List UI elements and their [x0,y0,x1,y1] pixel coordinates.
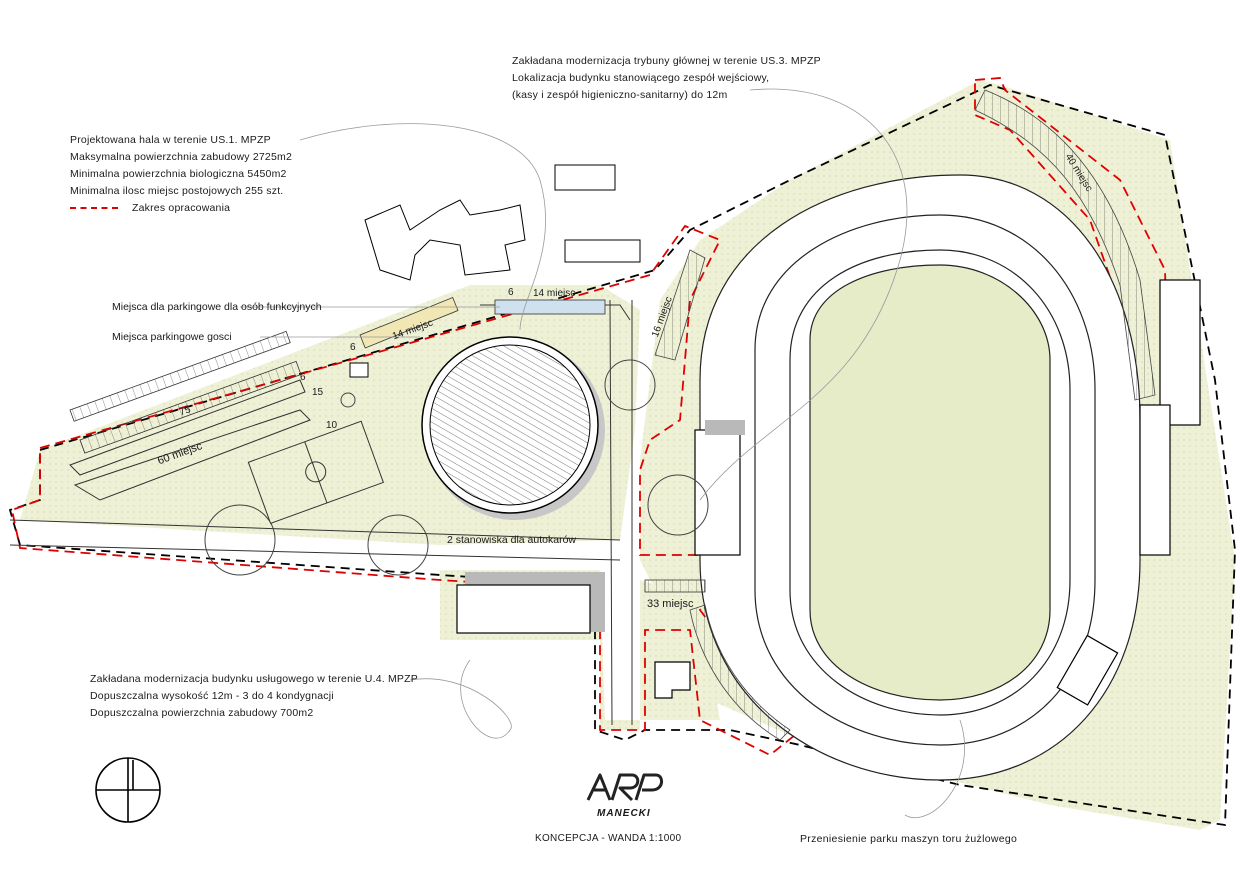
legend-row: Zakres opracowania [70,200,292,217]
existing-buildings [364,164,641,281]
logo-text: MANECKI [597,808,651,819]
label-p14-top: 14 miejsc [533,288,576,299]
seating-east [974,89,1156,401]
east-building-se [1056,634,1119,706]
football-pitch [809,264,1051,701]
roundabouts [204,359,709,576]
seating-north-stand [654,249,706,361]
service-building [456,584,591,634]
parking-row-14-top [494,299,606,315]
note-hall-line4: Minimalna ilosc miejsc postojowych 255 s… [70,185,284,197]
drawing-title: KONCEPCJA - WANDA 1:1000 [535,833,682,844]
note-service: Zakładana modernizacja budynku usługoweg… [90,671,418,722]
note-stand-line2: Lokalizacja budynku stanowiącego zespół … [512,72,770,84]
parking-row-60 [79,360,302,454]
study-boundary [10,224,797,757]
label-p10: 10 [326,420,338,431]
small-sports-field [247,420,384,525]
note-service-line3: Dopuszczalna powierzchnia zabudowy 700m2 [90,707,314,719]
arp-logo-icon [586,773,663,802]
east-stand-1 [1159,279,1201,426]
legend-label: Zakres opracowania [132,202,231,214]
stadium [699,174,1141,781]
parking-row-14-guests [359,297,459,349]
note-hall: Projektowana hala w terenie US.1. MPZP M… [70,132,292,217]
label-bus: 2 stanowiska dla autokarów [447,534,576,546]
hall-roof [429,344,591,506]
note-hall-line1: Projektowana hala w terenie US.1. MPZP [70,134,271,146]
small-building-west [349,362,369,378]
note-stand: Zakładana modernizacja trybuny głównej w… [512,53,821,104]
leader-lines [240,88,966,818]
note-hall-line2: Maksymalna powierzchnia zabudowy 2725m2 [70,151,292,163]
main-stand-shadow [705,420,745,435]
main-stand [694,429,741,556]
roads [9,299,633,726]
note-service-line1: Zakładana modernizacja budynku usługoweg… [90,673,418,685]
label-relocation: Przeniesienie parku maszyn toru żużloweg… [800,833,1018,845]
note-service-line2: Dopuszczalna wysokość 12m - 3 do 4 kondy… [90,690,334,702]
seating-south-curve [689,604,791,741]
label-parking-functional: Miejsca dla parkingowe dla osób funkcyjn… [112,301,322,313]
label-parking-guests: Miejsca parkingowe gosci [112,331,232,343]
parking-row-33 [644,579,706,593]
note-stand-line3: (kasy i zespół higieniczno-sanitarny) do… [512,89,728,101]
label-p6-top: 6 [508,287,514,298]
entrance-building [654,661,691,699]
legend-dash-icon [70,207,118,210]
label-p6a: 6 [350,342,356,353]
north-arrow-icon [95,757,161,823]
note-stand-line1: Zakładana modernizacja trybuny głównej w… [512,55,821,67]
label-p6b: 6 [300,372,306,383]
label-p33: 33 miejsc [647,598,694,610]
east-stand-2 [1139,404,1171,556]
label-p15: 15 [312,387,324,398]
note-hall-line3: Minimalna powierzchnia biologiczna 5450m… [70,168,287,180]
